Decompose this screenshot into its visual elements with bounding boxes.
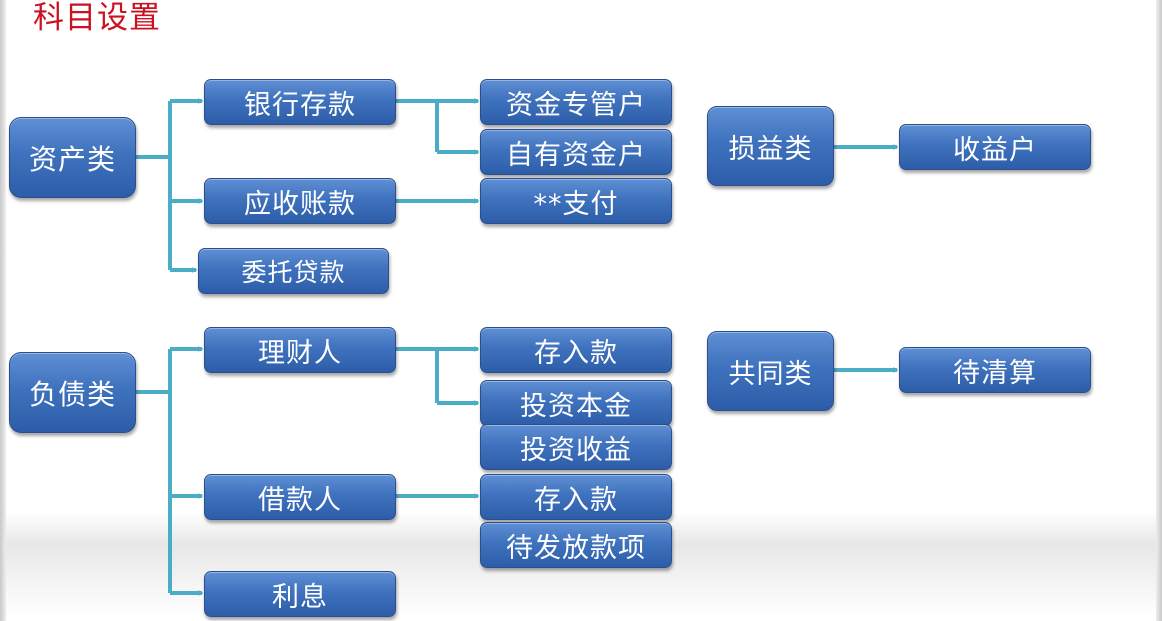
node-own-fund-account: 自有资金户 [480,129,672,175]
node-payment: **支付 [480,178,672,224]
node-profit-loss-class: 损益类 [707,106,834,186]
connector-investor-stem [396,347,439,403]
node-fund-custody-account: 资金专管户 [480,79,672,125]
node-entrusted-loan: 委托贷款 [198,248,389,294]
node-bank-deposit: 银行存款 [204,79,396,125]
node-receivable: 应收账款 [204,178,396,224]
node-liability-class: 负债类 [9,352,136,433]
node-pending-disbursement: 待发放款项 [480,522,672,568]
slide-frame-left [0,0,6,621]
node-common-class: 共同类 [707,331,834,411]
connector-asset-stem [136,101,172,270]
node-borrower-deposit: 存入款 [480,474,672,520]
node-pending-settlement: 待清算 [899,347,1091,393]
node-asset-class: 资产类 [9,117,136,198]
node-borrower: 借款人 [204,474,396,520]
node-investment-principal: 投资本金 [480,380,672,426]
node-investor: 理财人 [204,327,396,373]
slide-title: 科目设置 [33,0,161,36]
node-interest: 利息 [204,571,396,617]
slide-frame-right [1156,0,1162,621]
connector-liability-stem [136,349,172,593]
node-investment-income: 投资收益 [480,424,672,470]
node-investor-deposit: 存入款 [480,327,672,373]
connector-bank-stem [396,99,439,152]
node-income-account: 收益户 [899,124,1091,170]
